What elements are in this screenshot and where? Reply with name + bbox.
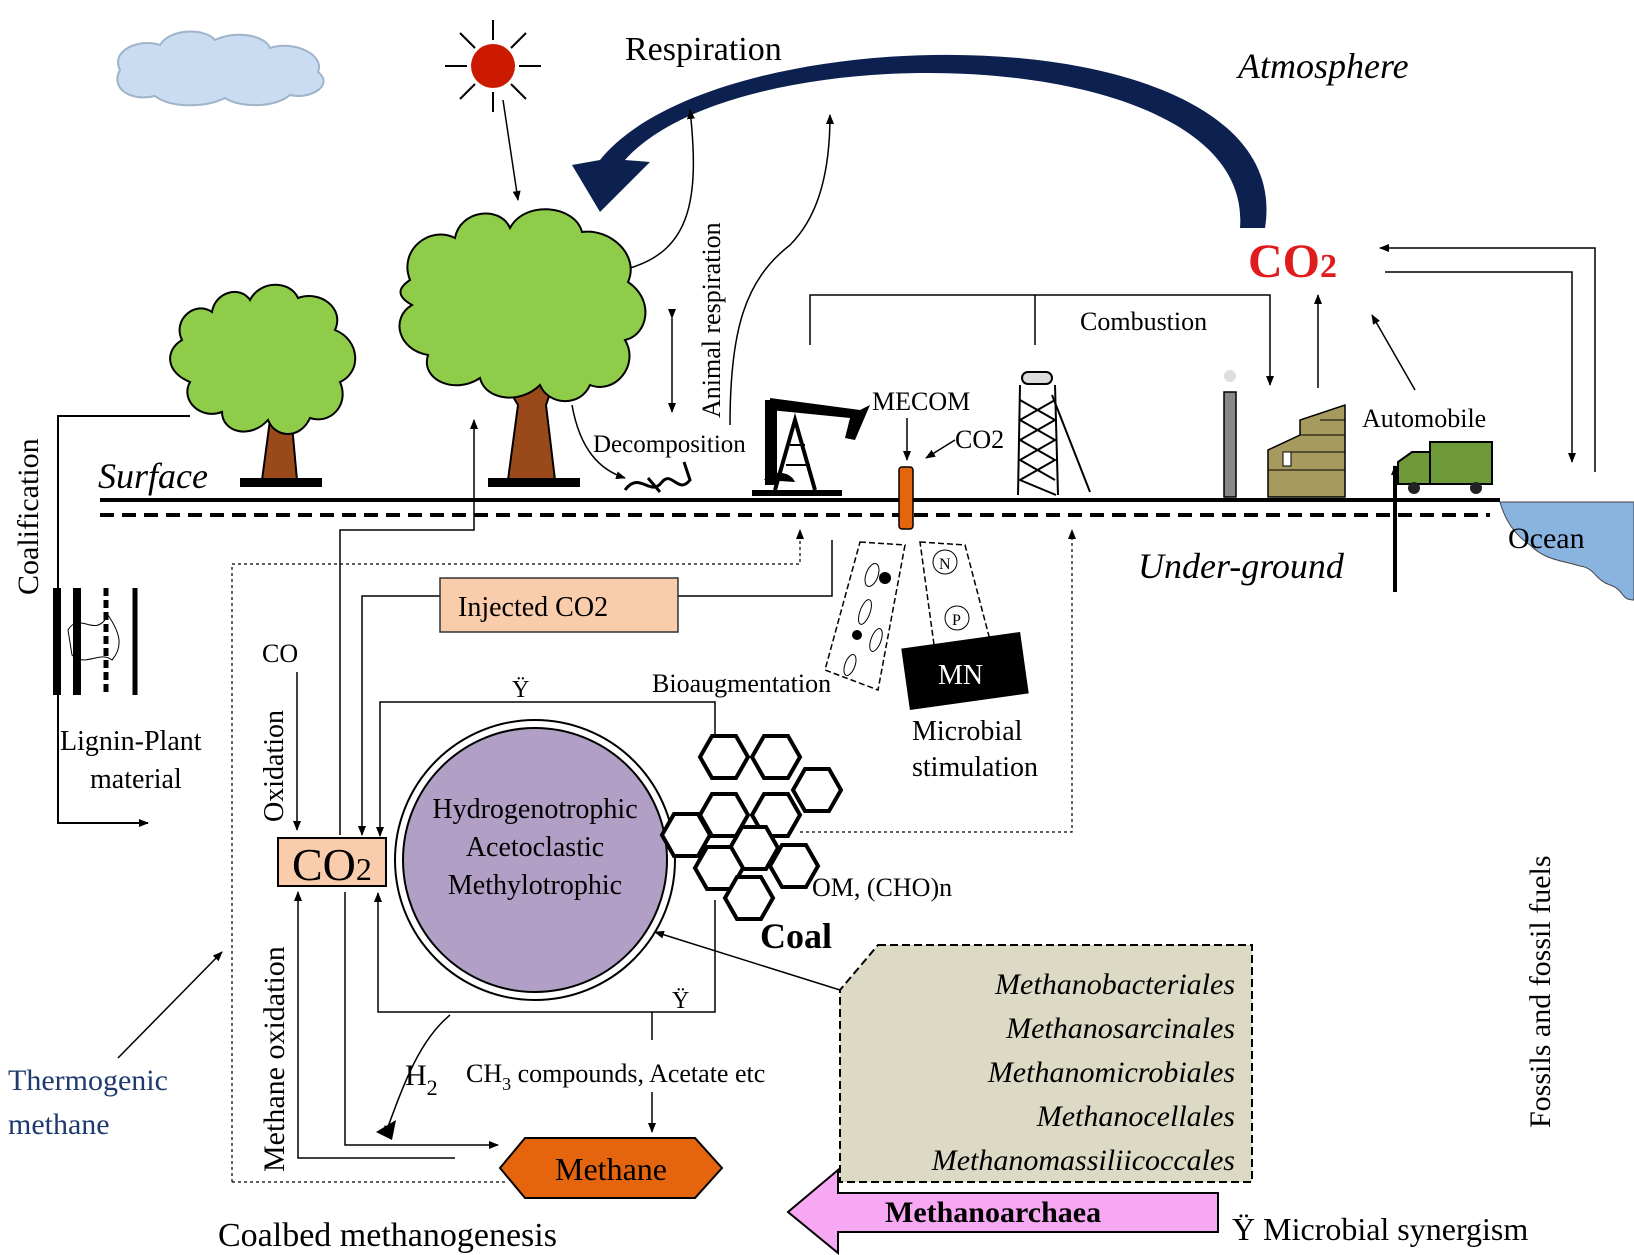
- om-label: OM, (CHO)n: [812, 873, 952, 902]
- order-item: Methanomicrobiales: [987, 1056, 1235, 1089]
- sun-icon: [445, 20, 541, 112]
- co2-atmosphere-label: CO2: [1248, 235, 1337, 288]
- automobile-emission-arrow: [1371, 314, 1416, 391]
- animal-respiration-curve: [729, 114, 834, 426]
- oxidation-label: Oxidation: [259, 710, 290, 822]
- fossils-label: Fossils and fossil fuels: [1524, 855, 1557, 1128]
- thermogenic-arrow: [117, 951, 223, 1059]
- bioaugmentation-label: Bioaugmentation: [652, 669, 831, 698]
- ocean-shape: [1499, 501, 1634, 601]
- automobile-icon: [1397, 441, 1493, 494]
- orders-to-circle-arrow: [654, 930, 841, 991]
- synergy-loop-top: [376, 701, 716, 837]
- decomposition-arrow: [571, 404, 626, 480]
- svg-text:N: N: [939, 556, 951, 573]
- methanogenesis-circle: [402, 727, 668, 993]
- coal-label: Coal: [760, 916, 832, 956]
- co2-to-tree-arrow: [339, 419, 478, 835]
- methanoarchaea-arrow: [786, 1167, 1219, 1255]
- underground-label: Under-ground: [1138, 546, 1345, 586]
- cloud-icon: [116, 30, 325, 107]
- svg-text:P: P: [952, 612, 961, 629]
- sunlight-arrow: [502, 99, 521, 201]
- mecom-label: MECOM: [872, 387, 970, 416]
- coal-seam-icon: [53, 588, 138, 695]
- large-tree-icon: [398, 208, 647, 487]
- order-item: Methanocellales: [1036, 1100, 1235, 1133]
- order-item: Methanomassiliicoccales: [931, 1144, 1235, 1177]
- microbial-stimulation-line2: stimulation: [912, 752, 1038, 783]
- thermogenic-label-line2: methane: [8, 1108, 110, 1141]
- factory-icon: [1223, 370, 1346, 498]
- methanoarchaea-orders-box: [839, 944, 1253, 1183]
- animal-respiration-label: Animal respiration: [697, 222, 726, 418]
- combustion-label: Combustion: [1080, 307, 1207, 336]
- methane-oxidation-label: Methane oxidation: [258, 946, 291, 1172]
- order-item: Methanobacteriales: [994, 968, 1235, 1001]
- pathway-hydrogenotrophic: Hydrogenotrophic: [432, 794, 637, 825]
- co2-to-methane-arrow: [344, 892, 499, 1149]
- order-item: Methanosarcinales: [1005, 1012, 1235, 1045]
- dotted-coal-to-surface: [800, 529, 1076, 833]
- coalification-label: Coalification: [12, 438, 45, 595]
- organic-debris-icon: [623, 461, 692, 493]
- co-label: CO: [262, 639, 298, 668]
- injected-co2-label: Injected CO2: [458, 592, 608, 623]
- microbial-stimulation-beam: N P: [919, 541, 991, 653]
- co2-injection-label: CO2: [955, 425, 1004, 454]
- synergy-symbol-bottom: Ÿ: [672, 988, 689, 1014]
- ch3-compounds-label: CH3 compounds, Acetate etc: [466, 1059, 765, 1094]
- coal-hexagons-icon: [659, 734, 844, 921]
- orders-list: Methanobacteriales Methanosarcinales Met…: [931, 968, 1235, 1177]
- h2-label: H2: [405, 1059, 438, 1100]
- methane-hexagon: [498, 1137, 724, 1199]
- synergy-loop-bottom: [374, 892, 716, 1013]
- wellhead-pipe: [898, 466, 914, 530]
- synergy-symbol-top: Ÿ: [512, 677, 529, 703]
- surface-label: Surface: [98, 456, 208, 496]
- drilling-derrick-icon: [1017, 371, 1091, 496]
- injected-co2-box: [439, 577, 679, 633]
- respiration-label: Respiration: [625, 31, 782, 68]
- lignin-label-line1: Lignin-Plant: [60, 726, 202, 757]
- co2-box: [277, 837, 387, 887]
- atmosphere-label: Atmosphere: [1236, 46, 1409, 86]
- methanoarchaea-label: Methanoarchaea: [885, 1196, 1101, 1229]
- mn-label: MN: [938, 660, 983, 691]
- ocean-to-co2-arrow: [1379, 244, 1596, 472]
- microbial-stimulation-line1: Microbial: [912, 716, 1023, 747]
- dotted-pathway-upper: [231, 529, 804, 1182]
- methane-label: Methane: [555, 1151, 667, 1187]
- small-tree-icon: [169, 283, 357, 487]
- combustion-bracket: [809, 294, 1274, 386]
- co2-to-ocean-arrow: [1385, 271, 1576, 463]
- decomposition-label: Decomposition: [593, 431, 746, 458]
- h2-arrow-curve: [384, 1014, 451, 1136]
- thermogenic-label-line1: Thermogenic: [8, 1064, 168, 1097]
- respiration-arrow: [572, 54, 1267, 229]
- plant-respiration-curve: [629, 109, 695, 269]
- mn-box: [901, 631, 1029, 711]
- lignin-label-line2: material: [90, 764, 182, 795]
- pathway-acetoclastic: Acetoclastic: [466, 832, 604, 863]
- co2-box-label: CO2: [292, 839, 372, 890]
- pathway-methylotrophic: Methylotrophic: [448, 870, 622, 901]
- coalbed-methanogenesis-label: Coalbed methanogenesis: [218, 1217, 557, 1254]
- microbial-synergism-legend: Ÿ Microbial synergism: [1232, 1211, 1528, 1247]
- pumpjack-icon: [752, 398, 870, 496]
- ocean-label: Ocean: [1508, 522, 1585, 555]
- bioaugmentation-beam: [824, 541, 906, 692]
- methane-oxidation-arrow: [294, 891, 455, 1159]
- automobile-label: Automobile: [1362, 404, 1486, 433]
